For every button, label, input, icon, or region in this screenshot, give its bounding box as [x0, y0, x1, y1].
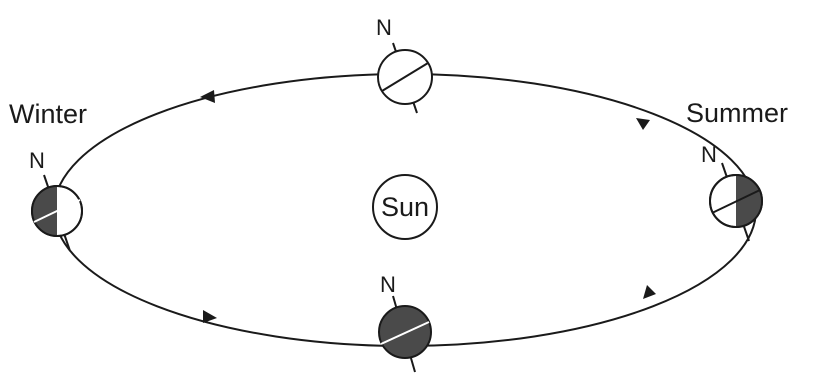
planet-winter: N — [29, 148, 83, 252]
equator-top — [381, 62, 429, 92]
orbit-arrow-upper-right — [636, 118, 650, 130]
summer-shade — [736, 175, 762, 227]
equator-bottom — [380, 321, 430, 345]
north-label-winter: N — [29, 148, 45, 173]
north-label-top: N — [376, 15, 392, 40]
planet-top: N — [376, 15, 433, 114]
sun-label: Sun — [381, 192, 429, 222]
orbit-arrow-lower-right — [643, 285, 656, 299]
orbit-arrow-lower-left — [203, 310, 217, 323]
sun — [372, 174, 438, 240]
planet-summer: N — [701, 142, 763, 242]
orbit-arrow-top — [200, 90, 215, 103]
north-label-bottom: N — [380, 272, 396, 297]
summer-label: Summer — [686, 98, 788, 128]
equator-winter — [33, 199, 81, 223]
winter-shade — [32, 186, 57, 236]
north-label-summer: N — [701, 142, 717, 167]
equator-summer — [711, 189, 761, 214]
winter-label: Winter — [9, 99, 87, 129]
planet-bottom: N — [378, 272, 432, 373]
